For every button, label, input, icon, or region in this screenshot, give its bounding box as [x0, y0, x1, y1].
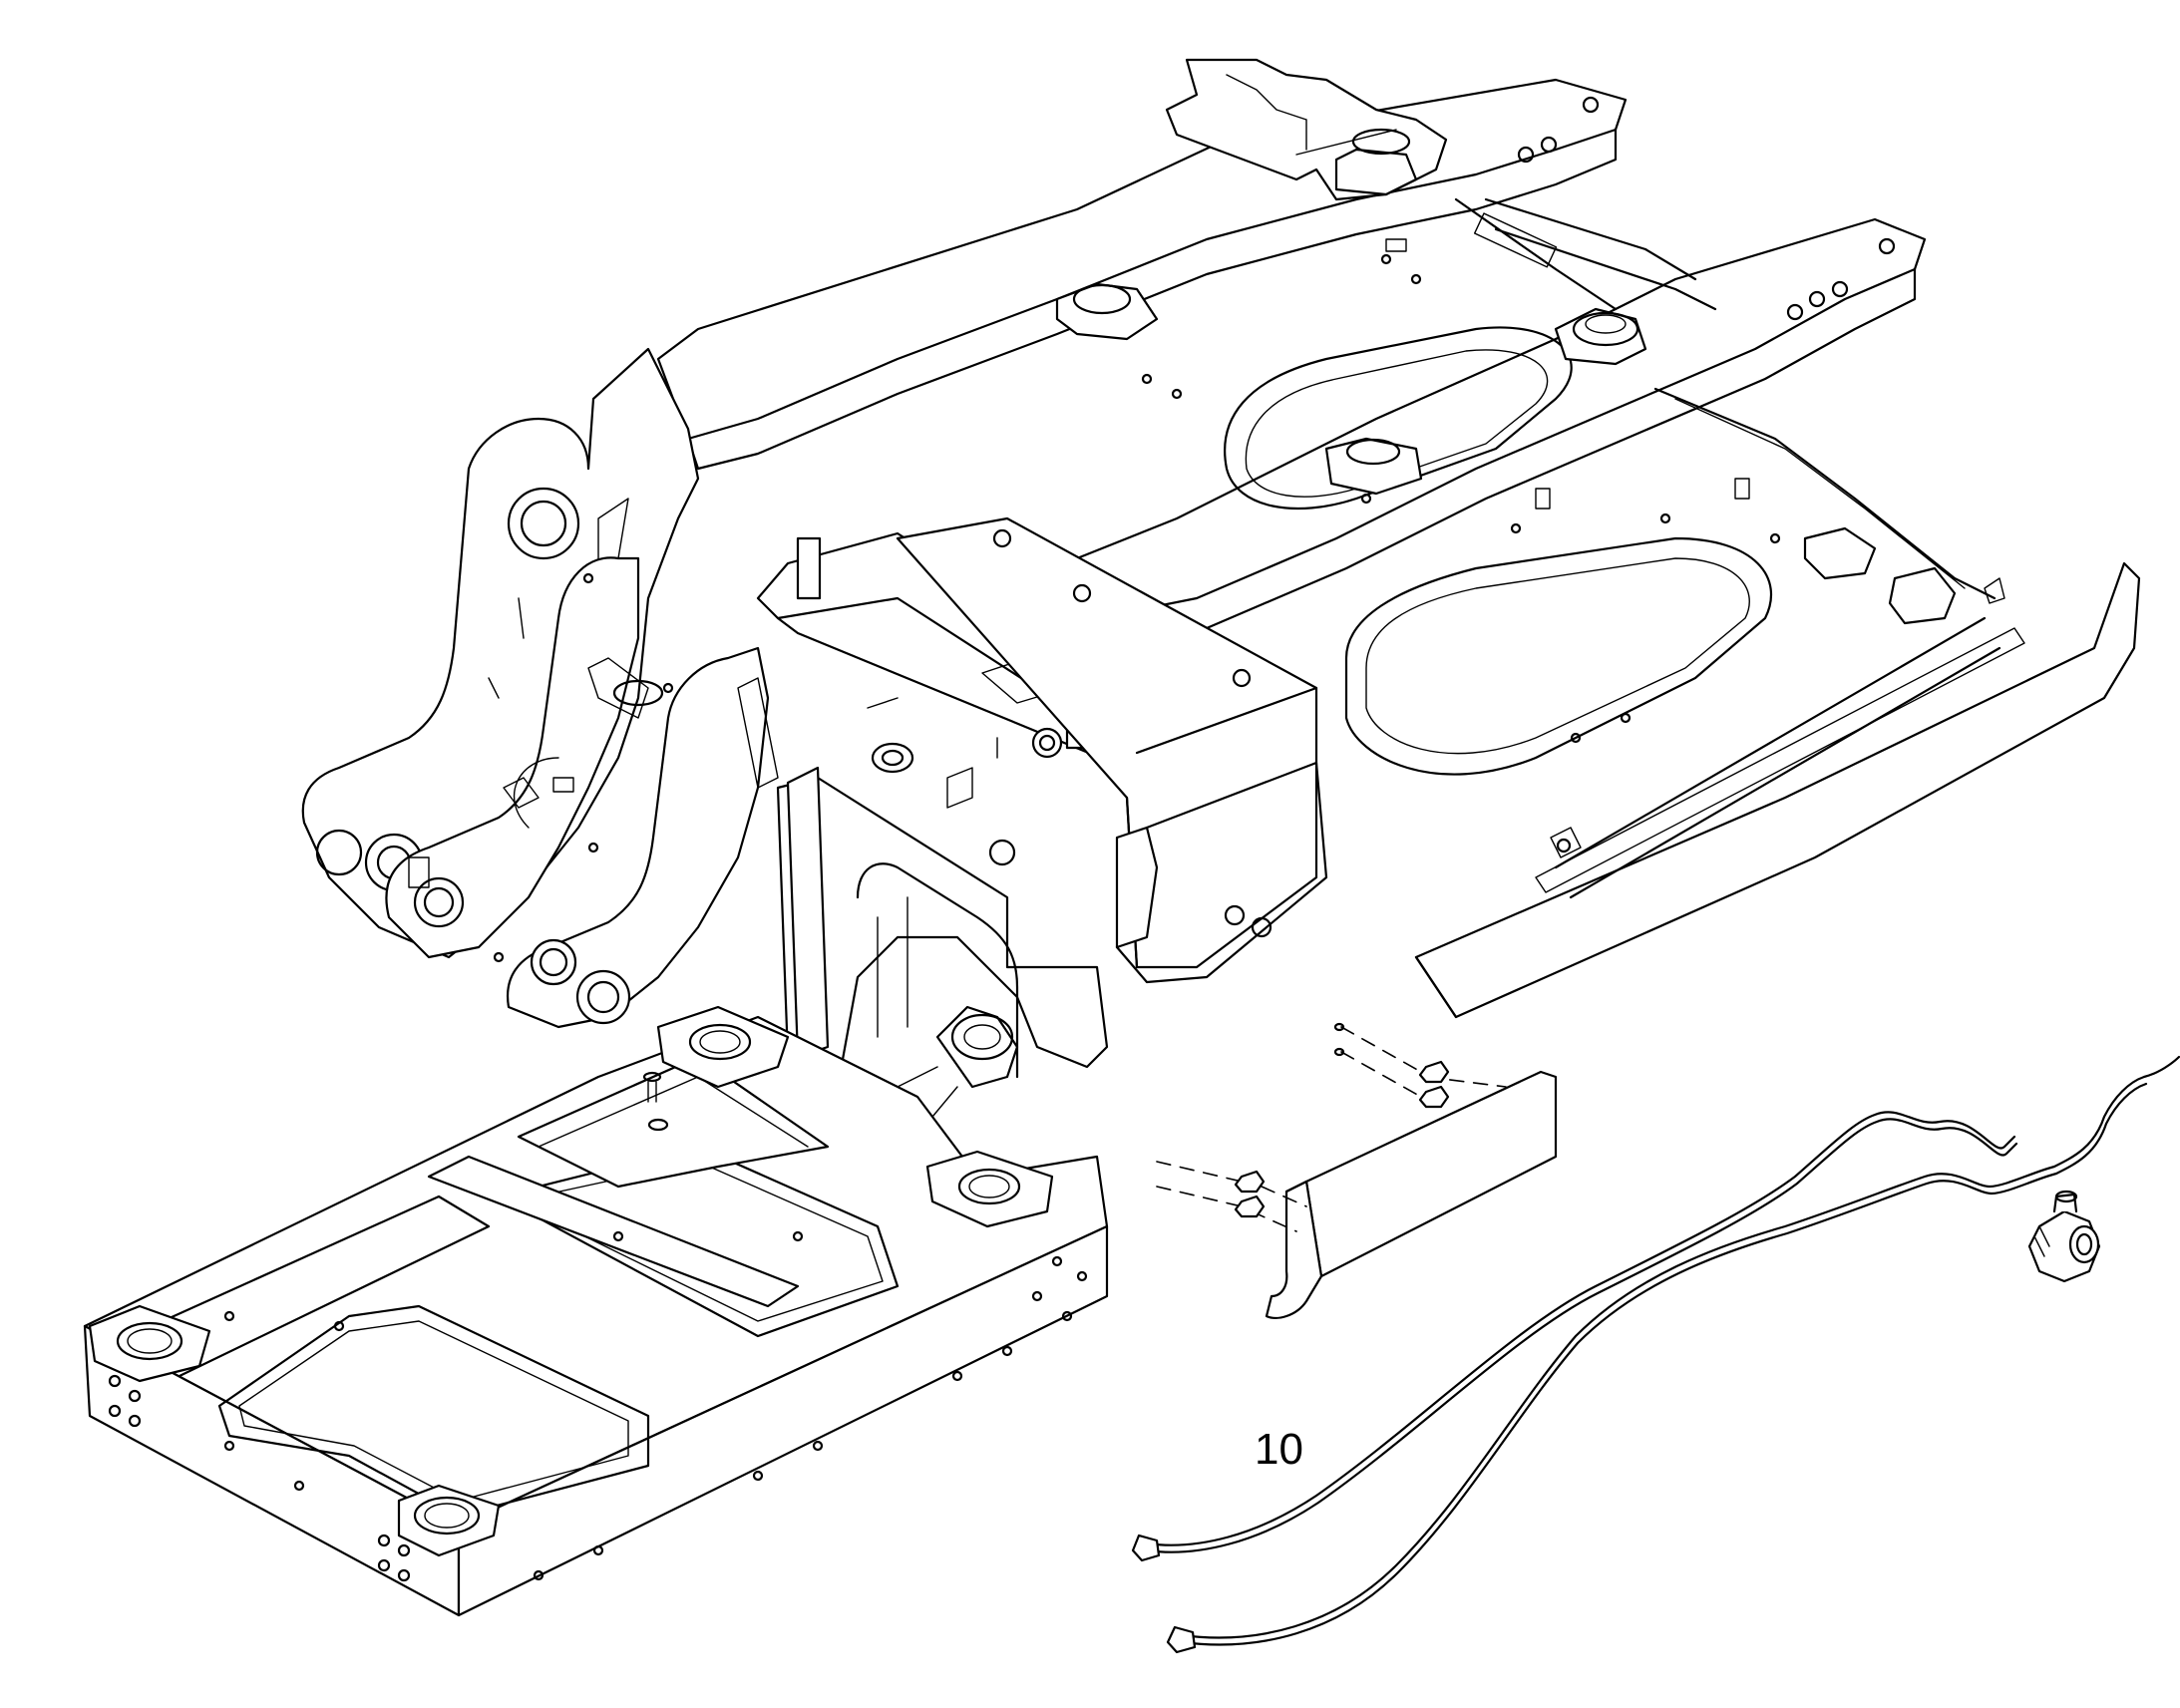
swivel-elbow-fitting	[2027, 1190, 2101, 1283]
callout-10-label: 10	[1255, 1425, 1303, 1474]
right-side-guard-panel	[1414, 561, 2141, 1019]
front-lower-frame	[83, 1005, 1109, 1617]
step-plate-exploded	[1265, 1070, 1558, 1319]
fasteners	[1156, 1022, 1507, 1232]
boom-mount-towers	[301, 347, 770, 1029]
upper-rear-frame	[656, 58, 1997, 776]
centre-mount-structure	[737, 516, 1328, 1138]
hydraulic-hoses	[1131, 1055, 2180, 1654]
